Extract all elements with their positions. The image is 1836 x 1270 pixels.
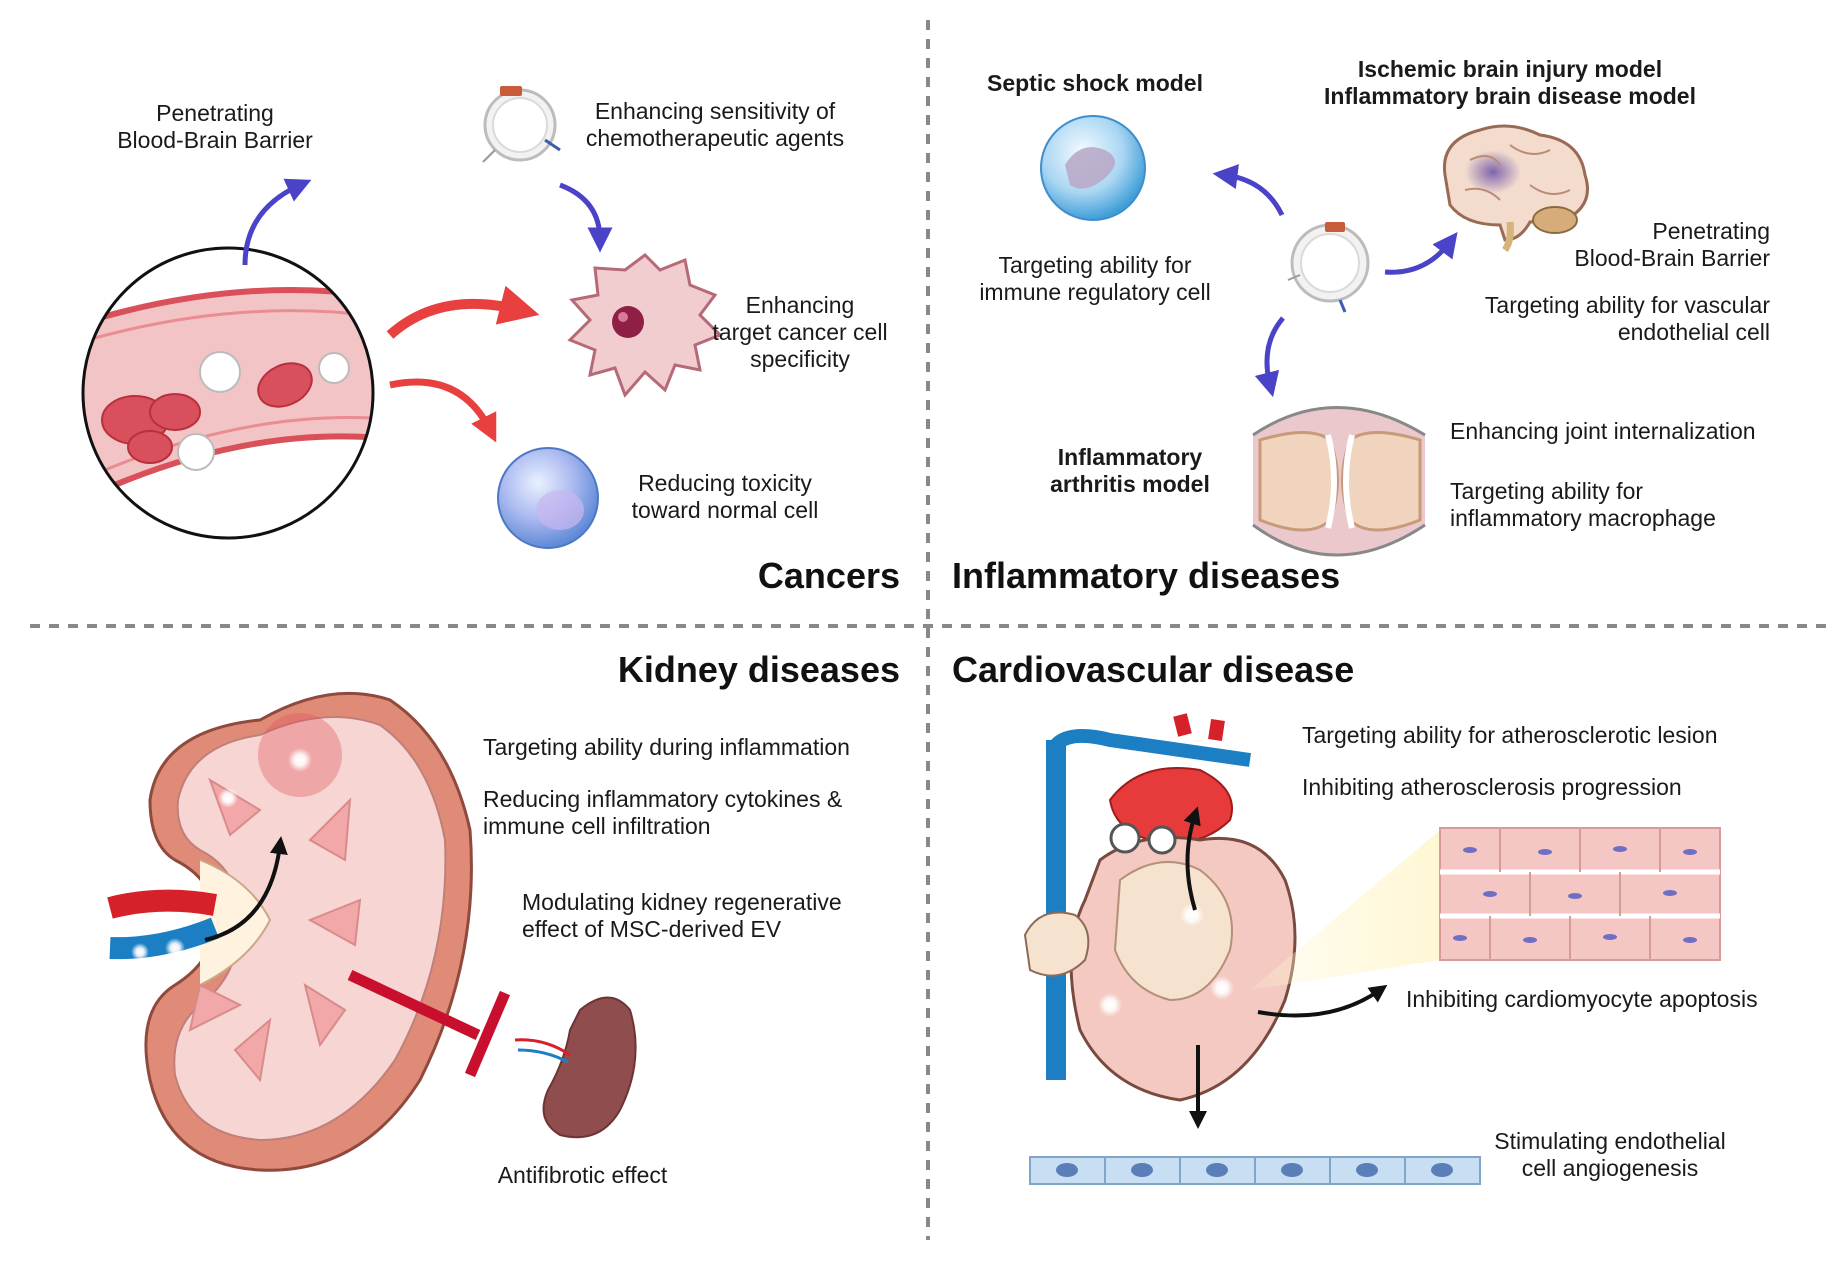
- angiogenesis-line-2: cell angiogenesis: [1521, 1155, 1699, 1181]
- ev-inflammatory: [1287, 222, 1370, 313]
- chemo-line-2: chemotherapeutic agents: [585, 125, 845, 151]
- brain-bbb-label: Penetrating Blood-Brain Barrier: [1570, 218, 1770, 272]
- kidney-heading: Kidney diseases: [617, 649, 900, 690]
- macrophage-line-1: Targeting ability for: [1450, 478, 1644, 504]
- ev-chemo: [482, 86, 561, 163]
- heart: [1023, 713, 1297, 1102]
- vascular-label: Targeting ability for vascular endotheli…: [1420, 292, 1770, 346]
- toxicity-line-1: Reducing toxicity: [638, 470, 812, 496]
- apoptosis-arrow: [1257, 984, 1388, 1018]
- cancer-cell: [567, 253, 723, 398]
- toxicity-line-2: toward normal cell: [631, 497, 819, 523]
- brain-bbb-line-1: Penetrating: [1652, 218, 1770, 244]
- chemo-line-1: Enhancing sensitivity of: [594, 98, 836, 124]
- chemo-label: Enhancing sensitivity of chemotherapeuti…: [580, 98, 850, 152]
- specificity-line-2: target cancer cell: [712, 319, 888, 345]
- brain-title: Ischemic brain injury model Inflammatory…: [1310, 56, 1710, 110]
- renal-vessels: [107, 889, 220, 961]
- regenerative-line-2: effect of MSC-derived EV: [522, 916, 782, 942]
- kidney-ev-glow-2: [218, 788, 238, 808]
- normal-cell: [497, 447, 599, 549]
- septic-desc-line-2: immune regulatory cell: [979, 279, 1211, 305]
- macrophage-line-2: inflammatory macrophage: [1450, 505, 1716, 531]
- joint: [1252, 406, 1426, 557]
- kidney-targeting-label: Targeting ability during inflammation: [483, 734, 850, 760]
- cancer-bbb-line-1: Penetrating: [156, 100, 274, 126]
- arthritis-title: Inflammatory arthritis model: [1020, 444, 1240, 498]
- antifibrotic-label: Antifibrotic effect: [497, 1162, 668, 1188]
- progression-label: Inhibiting atherosclerosis progression: [1302, 774, 1682, 800]
- arthritis-title-line-2: arthritis model: [1050, 471, 1210, 497]
- septic-desc-line-1: Targeting ability for: [998, 252, 1192, 278]
- septic-arrow: [1212, 164, 1285, 217]
- lesion-label: Targeting ability for atherosclerotic le…: [1302, 722, 1718, 748]
- specificity-arrow: [386, 285, 540, 339]
- heart-to-aorta-arrow: [1183, 806, 1201, 911]
- septic-desc: Targeting ability for immune regulatory …: [960, 252, 1230, 306]
- brain-bbb-line-2: Blood-Brain Barrier: [1574, 245, 1770, 271]
- inhibition-bar: [347, 970, 511, 1078]
- kidney-ev-glow-1: [288, 748, 312, 772]
- fibrotic-organ: [514, 996, 637, 1139]
- cardiomyocyte-panel: [1439, 827, 1721, 961]
- joint-arrow: [1254, 316, 1285, 398]
- joint-label: Enhancing joint internalization: [1450, 418, 1756, 444]
- immune-regulatory-cell: [1040, 115, 1146, 221]
- cancer-bbb-line-2: Blood-Brain Barrier: [117, 127, 313, 153]
- brain-arrow: [1384, 232, 1458, 275]
- angiogenesis-line-1: Stimulating endothelial: [1494, 1128, 1726, 1154]
- septic-title: Septic shock model: [986, 70, 1203, 96]
- apoptosis-label: Inhibiting cardiomyocyte apoptosis: [1406, 986, 1758, 1012]
- vascular-line-2: endothelial cell: [1617, 319, 1770, 345]
- cancers-heading: Cancers: [757, 555, 900, 596]
- blood-vessel-circle: [81, 246, 375, 540]
- specificity-label: Enhancing target cancer cell specificity: [700, 292, 900, 373]
- cytokines-label: Reducing inflammatory cytokines & immune…: [483, 786, 883, 840]
- toxicity-arrow: [389, 378, 497, 443]
- cytokines-line-1: Reducing inflammatory cytokines &: [483, 786, 843, 812]
- brain-title-line-2: Inflammatory brain disease model: [1324, 83, 1696, 109]
- toxicity-label: Reducing toxicity toward normal cell: [615, 470, 835, 524]
- angiogenesis-label: Stimulating endothelial cell angiogenesi…: [1480, 1128, 1740, 1182]
- cancer-bbb-label: Penetrating Blood-Brain Barrier: [110, 100, 320, 154]
- endothelial-cell-row: [1029, 1156, 1481, 1185]
- chemo-arrow: [559, 182, 613, 253]
- kidney: [144, 691, 473, 1172]
- bbb-arrow: [242, 178, 312, 266]
- brain: [1442, 124, 1589, 253]
- cytokines-line-2: immune cell infiltration: [483, 813, 711, 839]
- regenerative-label: Modulating kidney regenerative effect of…: [522, 889, 882, 943]
- brain-title-line-1: Ischemic brain injury model: [1357, 56, 1663, 82]
- specificity-line-1: Enhancing: [745, 292, 855, 318]
- magnification-beam: [1250, 830, 1440, 990]
- vascular-line-1: Targeting ability for vascular: [1484, 292, 1770, 318]
- inflammatory-heading: Inflammatory diseases: [952, 555, 1341, 596]
- regenerative-line-1: Modulating kidney regenerative: [522, 889, 842, 915]
- macrophage-label: Targeting ability for inflammatory macro…: [1450, 478, 1780, 532]
- specificity-line-3: specificity: [750, 346, 850, 372]
- kidney-arrow: [204, 836, 288, 942]
- arthritis-title-line-1: Inflammatory: [1057, 444, 1203, 470]
- cardio-heading: Cardiovascular disease: [952, 649, 1355, 690]
